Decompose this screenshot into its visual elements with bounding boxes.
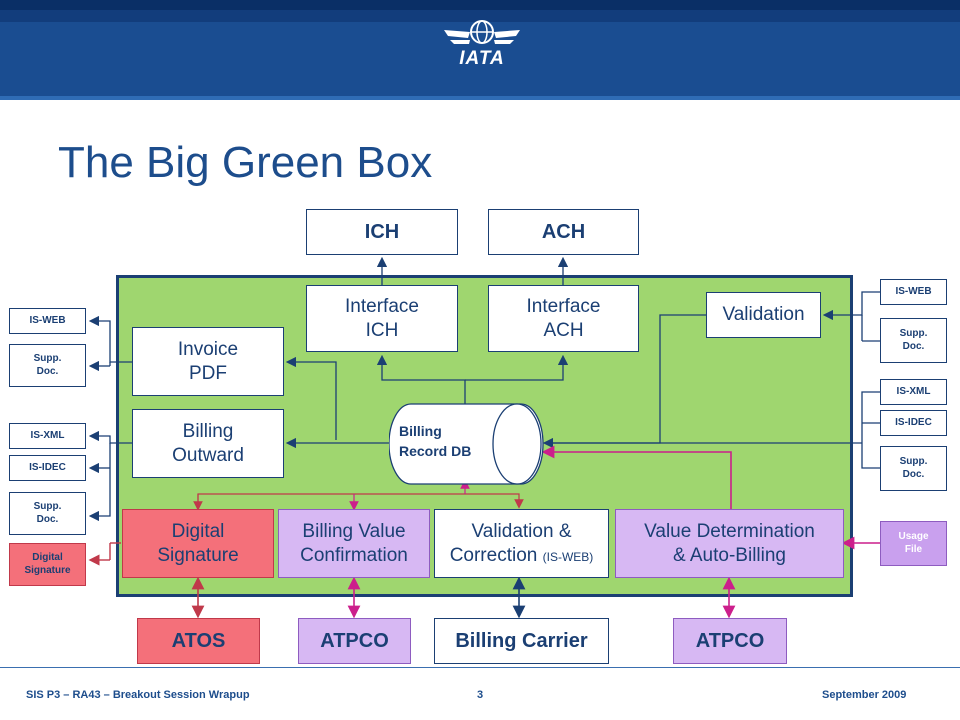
- billing-carrier-box: Billing Carrier: [434, 618, 609, 664]
- right-supp-doc-1-box: Supp. Doc.: [880, 318, 947, 363]
- billing-record-db: Billing Record DB: [388, 403, 544, 485]
- billing-carrier-label: Billing Carrier: [455, 629, 588, 652]
- left-supp-doc-2-box: Supp. Doc.: [9, 492, 86, 535]
- left-digital-signature-line1: Digital: [32, 552, 63, 563]
- digital-signature-line1: Digital: [171, 520, 225, 542]
- atos-box: ATOS: [137, 618, 260, 664]
- left-is-web-box: IS-WEB: [9, 308, 86, 334]
- left-supp-doc-1-box: Supp. Doc.: [9, 344, 86, 387]
- billing-outward-line2: Outward: [172, 444, 244, 466]
- globe-wings-icon: [444, 20, 520, 44]
- atpco-box-1: ATPCO: [298, 618, 411, 664]
- left-digital-signature-line2: Signature: [24, 564, 71, 576]
- ich-label: ICH: [364, 220, 400, 243]
- footer-divider: [0, 667, 960, 668]
- atpco-1-label: ATPCO: [320, 629, 389, 652]
- validation-box: Validation: [706, 292, 821, 338]
- header-stripe: [0, 96, 960, 100]
- right-supp-doc-1-line1: Supp.: [899, 328, 928, 339]
- footer-left-text: SIS P3 – RA43 – Breakout Session Wrapup: [26, 689, 250, 701]
- right-is-web-box: IS-WEB: [880, 279, 947, 305]
- ich-box: ICH: [306, 209, 458, 255]
- left-supp-doc-1-line2: Doc.: [36, 365, 59, 377]
- left-supp-doc-2-line1: Supp.: [33, 501, 62, 512]
- left-is-idec-label: IS-IDEC: [29, 461, 66, 473]
- right-is-xml-label: IS-XML: [896, 385, 931, 397]
- validation-correction-line1: Validation &: [471, 520, 572, 542]
- usage-file-box: Usage File: [880, 521, 947, 566]
- atpco-box-2: ATPCO: [673, 618, 787, 664]
- right-is-idec-label: IS-IDEC: [895, 416, 932, 428]
- validation-correction-isweb: (IS-WEB): [542, 549, 594, 564]
- database-cylinder-icon: [388, 403, 544, 485]
- left-is-xml-label: IS-XML: [30, 429, 65, 441]
- left-digital-signature-box: Digital Signature: [9, 543, 86, 586]
- usage-file-line1: Usage: [898, 531, 929, 542]
- db-label-line1: Billing: [399, 423, 442, 439]
- invoice-pdf-line2: PDF: [189, 362, 227, 384]
- invoice-pdf-line1: Invoice: [177, 338, 239, 360]
- db-label: Billing Record DB: [399, 421, 471, 462]
- iata-logo: IATA: [440, 16, 524, 72]
- validation-correction-box: Validation & Correction (IS-WEB): [434, 509, 609, 578]
- header-band: [0, 0, 960, 96]
- billing-value-confirmation-box: Billing Value Confirmation: [278, 509, 430, 578]
- left-is-idec-box: IS-IDEC: [9, 455, 86, 481]
- ach-box: ACH: [488, 209, 639, 255]
- interface-ach-line2: ACH: [543, 319, 584, 341]
- footer-page-number: 3: [477, 689, 484, 701]
- interface-ich-line2: ICH: [365, 319, 399, 341]
- invoice-pdf-box: Invoice PDF: [132, 327, 284, 396]
- interface-ach-line1: Interface: [526, 295, 601, 317]
- right-is-xml-box: IS-XML: [880, 379, 947, 405]
- validation-label: Validation: [722, 304, 805, 326]
- right-supp-doc-1-line2: Doc.: [902, 340, 925, 352]
- ach-label: ACH: [541, 220, 586, 243]
- value-determination-box: Value Determination & Auto-Billing: [615, 509, 844, 578]
- value-determination-line1: Value Determination: [644, 520, 815, 542]
- page-title: The Big Green Box: [58, 138, 433, 187]
- iata-logo-text: IATA: [459, 48, 505, 69]
- atpco-2-label: ATPCO: [695, 629, 765, 652]
- bvc-line1: Billing Value: [302, 520, 406, 542]
- interface-ich-line1: Interface: [345, 295, 419, 317]
- validation-correction-line2: Correction (IS-WEB): [450, 544, 594, 568]
- right-supp-doc-2-line2: Doc.: [902, 468, 925, 480]
- digital-signature-line2: Signature: [157, 544, 239, 566]
- left-is-xml-box: IS-XML: [9, 423, 86, 449]
- billing-outward-line1: Billing: [182, 420, 234, 442]
- validation-correction-line2-main: Correction: [449, 544, 538, 566]
- right-supp-doc-2-line1: Supp.: [899, 456, 928, 467]
- interface-ich-box: Interface ICH: [306, 285, 458, 352]
- right-is-idec-box: IS-IDEC: [880, 410, 947, 436]
- value-determination-line2: & Auto-Billing: [672, 544, 786, 566]
- billing-outward-box: Billing Outward: [132, 409, 284, 478]
- usage-file-line2: File: [904, 543, 923, 555]
- right-is-web-label: IS-WEB: [895, 285, 932, 297]
- footer-date: September 2009: [822, 689, 907, 701]
- atos-label: ATOS: [171, 629, 226, 652]
- bvc-line2: Confirmation: [300, 544, 408, 566]
- left-is-web-label: IS-WEB: [29, 314, 66, 326]
- left-supp-doc-1-line1: Supp.: [33, 353, 62, 364]
- digital-signature-box: Digital Signature: [122, 509, 274, 578]
- right-supp-doc-2-box: Supp. Doc.: [880, 446, 947, 491]
- db-label-line2: Record DB: [399, 443, 472, 460]
- interface-ach-box: Interface ACH: [488, 285, 639, 352]
- left-supp-doc-2-line2: Doc.: [36, 513, 59, 525]
